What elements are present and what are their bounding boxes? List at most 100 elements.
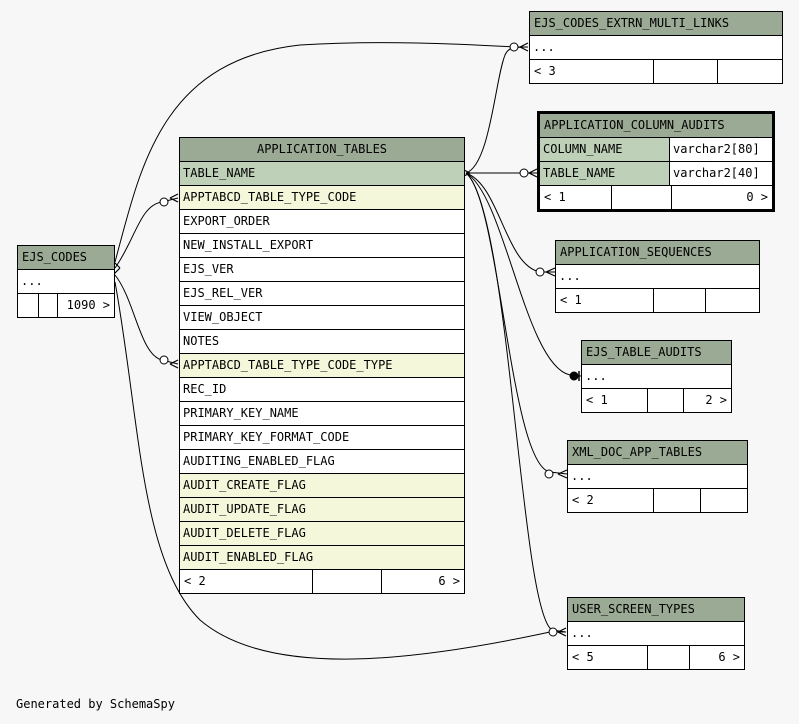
table-title[interactable]: EJS_CODES_EXTRN_MULTI_LINKS	[530, 12, 782, 36]
table-title[interactable]: USER_SCREEN_TYPES	[568, 598, 744, 622]
generated-by-credit: Generated by SchemaSpy	[16, 697, 175, 711]
column-count	[39, 294, 58, 317]
parents-count[interactable]: < 2	[180, 570, 313, 593]
table-footer: < 1	[556, 289, 759, 312]
column-type: varchar2[80]	[670, 138, 772, 161]
column-count	[313, 570, 382, 593]
table-title[interactable]: APPLICATION_COLUMN_AUDITS	[540, 114, 772, 138]
crows-foot-marker	[528, 168, 538, 178]
column-row[interactable]: PRIMARY_KEY_FORMAT_CODE	[180, 426, 464, 450]
edge-app-tables-to-extrn-multi-links	[465, 46, 529, 174]
column-count	[648, 646, 690, 669]
table-xml-doc-app-tables[interactable]: XML_DOC_APP_TABLES ... < 2	[567, 440, 748, 513]
table-application-column-audits[interactable]: APPLICATION_COLUMN_AUDITS COLUMN_NAME va…	[537, 111, 775, 212]
crows-foot-marker	[557, 469, 568, 479]
column-type: varchar2[40]	[670, 162, 772, 185]
parents-count[interactable]: < 1	[556, 289, 654, 312]
children-count	[701, 489, 747, 512]
column-row[interactable]: TABLE_NAME	[180, 162, 464, 186]
column-row[interactable]: NEW_INSTALL_EXPORT	[180, 234, 464, 258]
optional-marker	[519, 168, 529, 178]
table-title[interactable]: EJS_CODES	[18, 246, 114, 270]
crows-foot-marker	[113, 261, 121, 275]
table-ejs-codes[interactable]: EJS_CODES ... 1090 >	[17, 245, 115, 318]
parents-count[interactable]: < 2	[568, 489, 654, 512]
optional-marker	[544, 469, 554, 479]
column-count	[654, 489, 701, 512]
column-placeholder[interactable]: ...	[568, 622, 744, 646]
parents-count[interactable]: < 3	[530, 60, 654, 83]
column-row[interactable]: REC_ID	[180, 378, 464, 402]
column-row[interactable]: EJS_REL_VER	[180, 282, 464, 306]
table-title[interactable]: XML_DOC_APP_TABLES	[568, 441, 747, 465]
parents-count	[18, 294, 39, 317]
edge-ejs-codes-to-user-screen-types	[114, 281, 566, 660]
column-row[interactable]: EXPORT_ORDER	[180, 210, 464, 234]
edge-app-tables-to-xml-doc	[465, 172, 568, 475]
optional-marker	[548, 627, 558, 637]
table-application-sequences[interactable]: APPLICATION_SEQUENCES ... < 1	[555, 240, 760, 313]
edge-app-tables-to-ejs-table-audits	[465, 172, 582, 377]
column-row[interactable]: VIEW_OBJECT	[180, 306, 464, 330]
column-count	[654, 60, 718, 83]
column-row[interactable]: AUDITING_ENABLED_FLAG	[180, 450, 464, 474]
table-footer: 1090 >	[18, 294, 114, 317]
column-row[interactable]: PRIMARY_KEY_NAME	[180, 402, 464, 426]
children-count[interactable]: 6 >	[718, 650, 740, 664]
children-count	[706, 289, 759, 312]
parents-count[interactable]: < 5	[568, 646, 648, 669]
column-row[interactable]: EJS_VER	[180, 258, 464, 282]
table-footer: < 1 2 >	[582, 389, 731, 412]
column-row[interactable]: AUDIT_UPDATE_FLAG	[180, 498, 464, 522]
edge-ejs-codes-to-extrn-multi-links	[114, 42, 528, 263]
optional-marker	[535, 267, 545, 277]
column-name[interactable]: COLUMN_NAME	[540, 138, 670, 161]
table-application-tables[interactable]: APPLICATION_TABLES TABLE_NAME APPTABCD_T…	[179, 137, 465, 594]
optional-marker	[159, 355, 169, 365]
crows-foot-marker	[557, 627, 567, 637]
children-count	[718, 60, 782, 83]
column-placeholder[interactable]: ...	[582, 365, 731, 389]
parents-count[interactable]: < 1	[540, 186, 612, 209]
column-row[interactable]: AUDIT_CREATE_FLAG	[180, 474, 464, 498]
column-placeholder[interactable]: ...	[568, 465, 747, 489]
column-row[interactable]: APPTABCD_TABLE_TYPE_CODE_TYPE	[180, 354, 464, 378]
edge-ejs-codes-to-apptabcd-type-code-type	[114, 274, 179, 365]
column-row[interactable]: COLUMN_NAME varchar2[80]	[540, 138, 772, 162]
edge-ejs-codes-to-apptabcd-type-code	[114, 197, 179, 269]
column-placeholder[interactable]: ...	[18, 270, 114, 294]
table-ejs-table-audits[interactable]: EJS_TABLE_AUDITS ... < 1 2 >	[581, 340, 732, 413]
column-name[interactable]: TABLE_NAME	[540, 162, 670, 185]
table-title[interactable]: EJS_TABLE_AUDITS	[582, 341, 731, 365]
table-user-screen-types[interactable]: USER_SCREEN_TYPES ... < 5 6 >	[567, 597, 745, 670]
crows-foot-marker	[545, 267, 556, 277]
column-row[interactable]: APPTABCD_TABLE_TYPE_CODE	[180, 186, 464, 210]
optional-marker	[509, 42, 519, 52]
column-row[interactable]: TABLE_NAME varchar2[40]	[540, 162, 772, 186]
children-count[interactable]: 1090 >	[66, 298, 110, 312]
crows-foot-marker	[169, 193, 179, 203]
table-title[interactable]: APPLICATION_SEQUENCES	[556, 241, 759, 265]
table-footer: < 2 6 >	[180, 570, 464, 593]
column-row[interactable]: AUDIT_ENABLED_FLAG	[180, 546, 464, 570]
table-title[interactable]: APPLICATION_TABLES	[180, 138, 464, 162]
column-count	[648, 389, 684, 412]
children-count[interactable]: 6 >	[438, 574, 460, 588]
column-placeholder[interactable]: ...	[530, 36, 782, 60]
column-placeholder[interactable]: ...	[556, 265, 759, 289]
crows-foot-marker	[169, 359, 179, 369]
table-footer: < 1 0 >	[540, 186, 772, 209]
children-count: 0 >	[746, 190, 768, 204]
column-row[interactable]: NOTES	[180, 330, 464, 354]
table-footer: < 2	[568, 489, 747, 512]
column-count	[654, 289, 706, 312]
parents-count[interactable]: < 1	[582, 389, 648, 412]
column-row[interactable]: AUDIT_DELETE_FLAG	[180, 522, 464, 546]
edge-app-tables-to-user-screen-types	[465, 172, 567, 633]
table-ejs-codes-extrn-multi-links[interactable]: EJS_CODES_EXTRN_MULTI_LINKS ... < 3	[529, 11, 783, 84]
column-count	[612, 186, 672, 209]
children-count[interactable]: 2 >	[705, 393, 727, 407]
edge-app-tables-to-sequences	[465, 172, 555, 273]
